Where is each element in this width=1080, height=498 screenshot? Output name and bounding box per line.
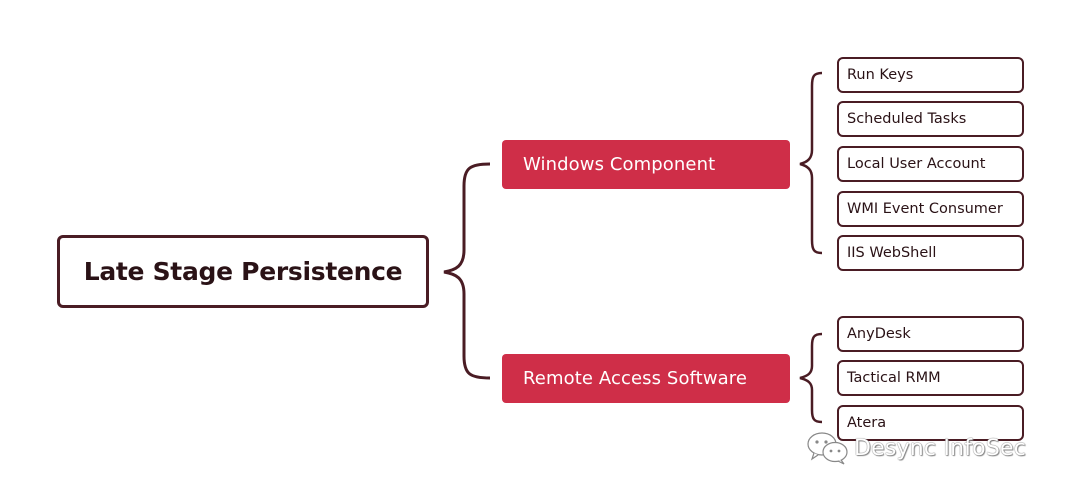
leaf-scheduled-tasks: Scheduled Tasks (837, 101, 1024, 137)
branch-label: Remote Access Software (523, 368, 748, 389)
branch-remote-access-software: Remote Access Software (502, 354, 790, 403)
leaf-label: IIS WebShell (847, 245, 937, 261)
wechat-icon (807, 432, 848, 465)
leaf-anydesk: AnyDesk (837, 316, 1024, 352)
root-label: Late Stage Persistence (83, 257, 403, 286)
branch-windows-component: Windows Component (502, 140, 790, 189)
remote-brace (799, 332, 823, 424)
leaf-wmi-event-consumer: WMI Event Consumer (837, 191, 1024, 227)
leaf-atera: Atera (837, 405, 1024, 441)
leaf-label: Run Keys (847, 67, 914, 83)
leaf-label: Scheduled Tasks (847, 111, 967, 127)
windows-brace (799, 71, 823, 255)
leaf-label: AnyDesk (847, 326, 911, 342)
leaf-label: WMI Event Consumer (847, 201, 1003, 217)
leaf-iis-webshell: IIS WebShell (837, 235, 1024, 271)
leaf-local-user-account: Local User Account (837, 146, 1024, 182)
leaf-tactical-rmm: Tactical RMM (837, 360, 1024, 396)
root-node: Late Stage Persistence (57, 235, 429, 308)
leaf-label: Local User Account (847, 156, 986, 172)
root-brace (443, 162, 491, 380)
leaf-label: Atera (847, 415, 887, 431)
watermark-text: Desync InfoSec (854, 435, 1027, 461)
leaf-run-keys: Run Keys (837, 57, 1024, 93)
leaf-label: Tactical RMM (847, 370, 941, 386)
watermark: Desync InfoSec (806, 430, 1026, 466)
branch-label: Windows Component (523, 154, 716, 175)
